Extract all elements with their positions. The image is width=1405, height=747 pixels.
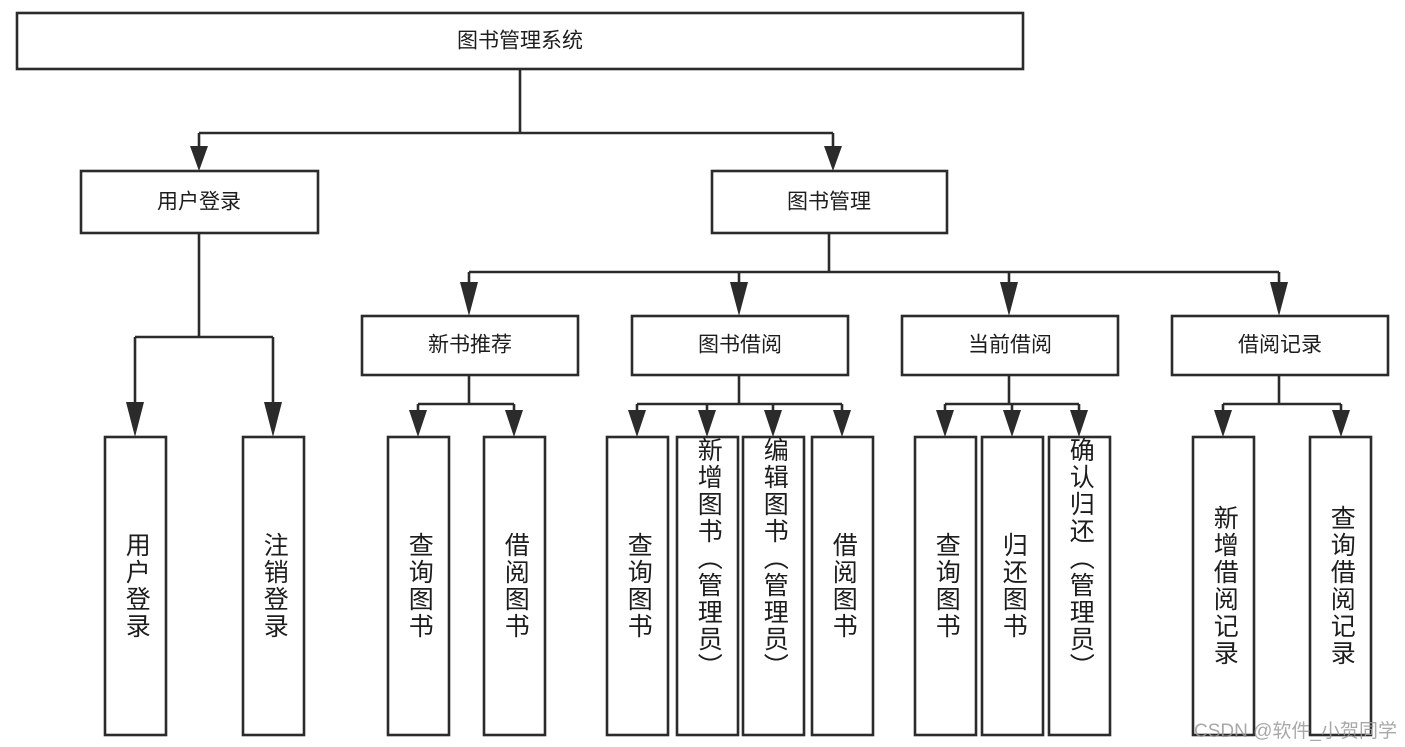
leaf-box-book-borrow-2[interactable] <box>741 435 806 737</box>
node-current-borrow[interactable]: 当前借阅 <box>900 314 1120 377</box>
node-book-management[interactable]: 图书管理 <box>710 169 949 235</box>
node-user-login-label: 用户登录 <box>157 191 241 214</box>
leaf-box-current-borrow-2[interactable] <box>1047 435 1112 737</box>
connector-borrow-record-to-leaves <box>1214 375 1350 437</box>
node-book-management-label: 图书管理 <box>787 191 871 214</box>
node-borrow-record-label: 借阅记录 <box>1238 334 1322 357</box>
leaf-boxes <box>103 435 1373 737</box>
node-current-borrow-label: 当前借阅 <box>968 334 1052 357</box>
leaf-box-new-book-0[interactable] <box>386 435 451 737</box>
leaf-box-book-borrow-1[interactable] <box>675 435 740 737</box>
connector-book-borrow-to-leaves <box>628 375 851 437</box>
leaf-box-user-login-0[interactable] <box>103 435 168 737</box>
node-book-borrow-label: 图书借阅 <box>698 334 782 357</box>
node-new-book-recommend-label: 新书推荐 <box>428 334 512 357</box>
leaf-box-current-borrow-0[interactable] <box>913 435 978 737</box>
connector-current-borrow-to-leaves <box>936 375 1088 437</box>
node-user-login[interactable]: 用户登录 <box>79 169 320 235</box>
node-new-book-recommend[interactable]: 新书推荐 <box>360 314 580 377</box>
leaf-box-borrow-record-1[interactable] <box>1308 435 1373 737</box>
connector-root-to-level2 <box>190 69 842 171</box>
node-root-label: 图书管理系统 <box>457 30 583 53</box>
connector-new-book-to-leaves <box>409 375 523 437</box>
leaf-box-borrow-record-0[interactable] <box>1191 435 1256 737</box>
leaf-box-book-borrow-0[interactable] <box>605 435 670 737</box>
node-borrow-record[interactable]: 借阅记录 <box>1170 314 1390 377</box>
leaf-box-current-borrow-1[interactable] <box>980 435 1045 737</box>
connector-user-login-to-leaves <box>126 233 282 437</box>
leaf-box-user-login-1[interactable] <box>241 435 306 737</box>
node-root-system[interactable]: 图书管理系统 <box>15 11 1025 71</box>
node-book-borrow[interactable]: 图书借阅 <box>630 314 850 377</box>
leaf-box-new-book-1[interactable] <box>482 435 547 737</box>
leaf-box-book-borrow-3[interactable] <box>810 435 875 737</box>
connector-book-management-to-level3 <box>460 233 1288 316</box>
